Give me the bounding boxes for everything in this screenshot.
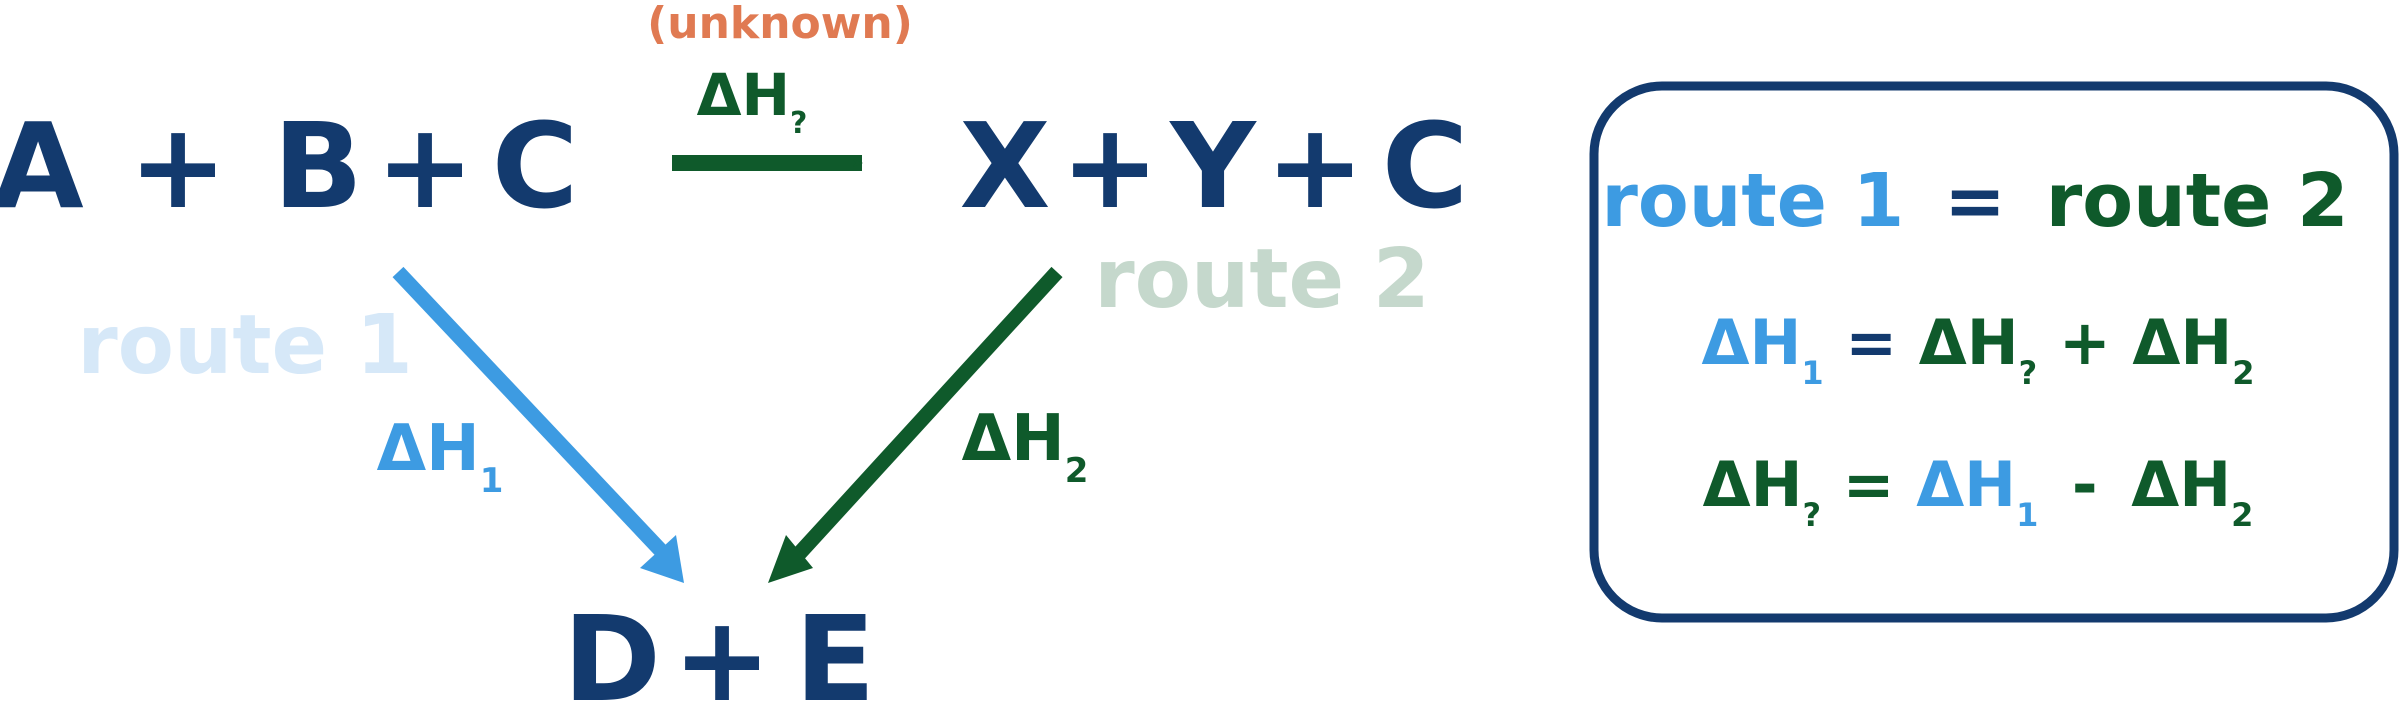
route1-arrowhead bbox=[640, 535, 684, 583]
species-c: C bbox=[492, 97, 579, 235]
delta-h: ΔH bbox=[697, 61, 790, 129]
svg-text:ΔH2: ΔH2 bbox=[962, 402, 1089, 491]
equals-sign: = bbox=[1845, 306, 1897, 379]
species-a: A bbox=[0, 97, 84, 235]
summary-heading: route 1 = route 2 bbox=[1601, 158, 2348, 244]
subscript: 1 bbox=[1801, 354, 1823, 392]
route2-label: route 2 bbox=[1094, 232, 1430, 327]
delta-h2: ΔH bbox=[2132, 306, 2232, 379]
top-arrow-label: ΔH? bbox=[697, 61, 808, 141]
species-x: X bbox=[960, 97, 1051, 235]
species-b: B bbox=[273, 97, 363, 235]
products: D + E bbox=[563, 590, 875, 704]
subscript: ? bbox=[1802, 496, 1821, 534]
subscript: ? bbox=[2019, 354, 2038, 392]
route2-arrowhead bbox=[768, 535, 813, 583]
plus-sign: + bbox=[1266, 97, 1365, 235]
route2-arrow bbox=[791, 266, 1063, 562]
plus-sign: + bbox=[129, 97, 228, 235]
equals-sign: = bbox=[1843, 448, 1895, 521]
plus-sign: + bbox=[2059, 306, 2111, 379]
unknown-label: (unknown) bbox=[647, 0, 913, 49]
species-e: E bbox=[795, 590, 876, 704]
route1-delta: ΔH1 bbox=[377, 412, 504, 501]
heading-route1: route 1 bbox=[1601, 158, 1904, 244]
summary-box bbox=[1589, 81, 2399, 623]
delta-h2: ΔH bbox=[2131, 448, 2231, 521]
subscript: 2 bbox=[2231, 496, 2253, 534]
route1-label: route 1 bbox=[77, 298, 413, 393]
subscript: 2 bbox=[2232, 354, 2254, 392]
subscript: 1 bbox=[480, 461, 504, 501]
subscript: 1 bbox=[2016, 496, 2038, 534]
equation-2: ΔH? = ΔH1 - ΔH2 bbox=[1703, 448, 2254, 541]
route1-arrow bbox=[392, 266, 672, 562]
reactants: A + B + C bbox=[0, 97, 578, 235]
route2-delta: ΔH2 bbox=[962, 402, 1089, 491]
delta-h1: ΔH bbox=[1702, 306, 1802, 379]
subscript: ? bbox=[790, 106, 807, 141]
species-d: D bbox=[563, 590, 661, 704]
svg-text:ΔH1: ΔH1 bbox=[377, 412, 504, 501]
delta-h: ΔH bbox=[377, 412, 480, 486]
intermediates: X + Y + C bbox=[960, 97, 1469, 235]
delta-h-unknown: ΔH bbox=[1919, 306, 2019, 379]
svg-text:ΔH?: ΔH? bbox=[697, 61, 808, 141]
delta-h: ΔH bbox=[962, 402, 1065, 476]
delta-h-unknown: ΔH bbox=[1703, 448, 1803, 521]
species-y: Y bbox=[1168, 97, 1257, 235]
species-c: C bbox=[1382, 97, 1469, 235]
minus-sign: - bbox=[2072, 448, 2098, 521]
delta-h1: ΔH bbox=[1916, 448, 2016, 521]
subscript: 2 bbox=[1065, 451, 1089, 491]
plus-sign: + bbox=[1061, 97, 1160, 235]
plus-sign: + bbox=[376, 97, 475, 235]
heading-equals: = bbox=[1944, 158, 2006, 244]
equation-1: ΔH1 = ΔH? + ΔH2 bbox=[1702, 306, 2255, 399]
plus-sign: + bbox=[673, 590, 772, 704]
heading-route2: route 2 bbox=[2046, 158, 2349, 244]
